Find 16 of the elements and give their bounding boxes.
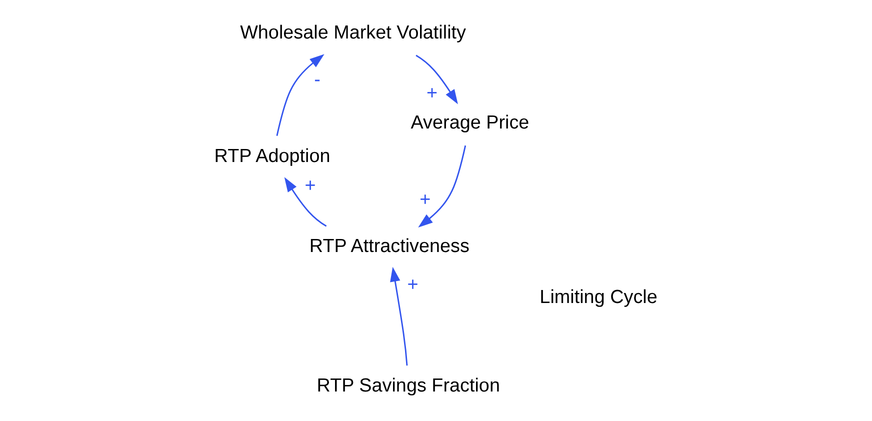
edge-label: - [314,69,320,90]
arrow [390,266,408,366]
node-text: Average Price [410,112,530,134]
arrow [284,177,327,227]
node-text: RTP Attractiveness [309,236,470,258]
node-text: RTP Savings Fraction [316,375,500,396]
edge-label: + [407,274,418,296]
arrow [276,54,324,136]
edge-label: + [426,83,438,104]
node-text: RTP Adoption [214,146,330,167]
edge-label: + [420,189,431,210]
node-text: Wholesale Market Volatility [240,22,466,44]
edge-label: + [304,175,316,196]
label: Limiting Cycle [540,286,658,308]
arrow [418,145,466,228]
arrow [416,54,458,104]
